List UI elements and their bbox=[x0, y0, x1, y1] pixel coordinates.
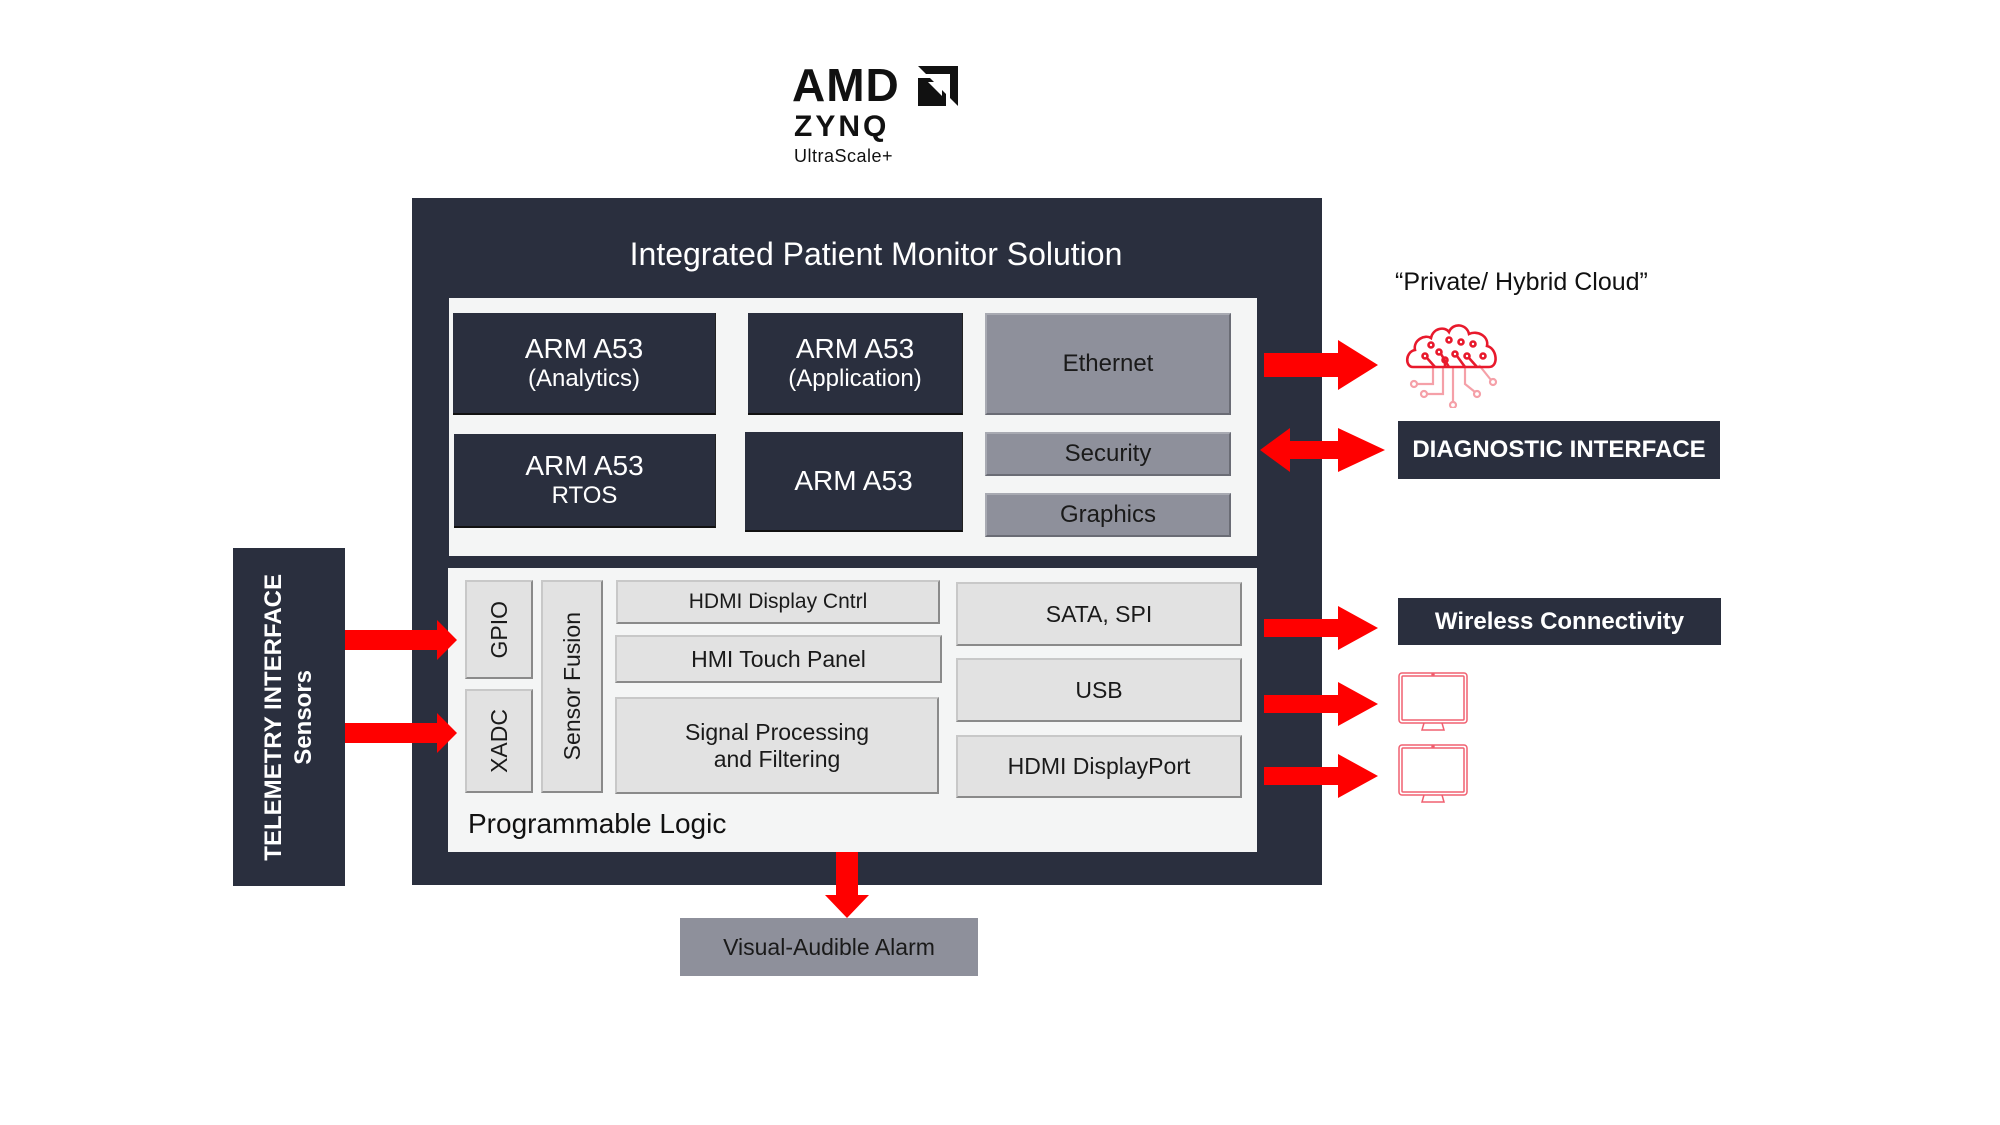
cloud-circuit-icon bbox=[1405, 324, 1498, 408]
graphics-label: Graphics bbox=[1059, 501, 1157, 528]
ultrascale-logo-text: UltraScale+ bbox=[794, 146, 894, 166]
signal-processing-line1: Signal Processing bbox=[684, 719, 870, 746]
ethernet-label: Ethernet bbox=[1062, 350, 1154, 377]
hmi-touch-panel-block: HMI Touch Panel bbox=[615, 635, 942, 683]
block-title: ARM A53 bbox=[524, 333, 644, 365]
sensor-fusion-block: Sensor Fusion bbox=[541, 580, 603, 793]
diagnostic-interface-label: DIAGNOSTIC INTERFACE bbox=[1412, 436, 1706, 463]
ethernet-block: Ethernet bbox=[985, 313, 1231, 415]
block-title: ARM A53 bbox=[525, 450, 644, 482]
visual-audible-alarm-block: Visual-Audible Alarm bbox=[680, 918, 978, 976]
xadc-block: XADC bbox=[465, 689, 533, 793]
hdmi-displayport-block: HDMI DisplayPort bbox=[956, 735, 1242, 798]
block-title: ARM A53 bbox=[794, 464, 913, 496]
block-subtitle: (Application) bbox=[788, 365, 922, 393]
hdmi-displayport-label: HDMI DisplayPort bbox=[1007, 753, 1191, 780]
telemetry-subtitle: Sensors bbox=[290, 669, 317, 765]
sata-spi-label: SATA, SPI bbox=[1045, 600, 1153, 627]
diagnostic-interface-block: DIAGNOSTIC INTERFACE bbox=[1398, 421, 1720, 479]
gpio-block: GPIO bbox=[465, 580, 533, 679]
wireless-connectivity-block: Wireless Connectivity bbox=[1398, 598, 1721, 645]
arm-a53-analytics-block: ARM A53 (Analytics) bbox=[453, 313, 716, 415]
security-label: Security bbox=[1064, 440, 1152, 467]
cloud-label: “Private/ Hybrid Cloud” bbox=[1395, 268, 1648, 296]
security-block: Security bbox=[985, 432, 1231, 476]
alarm-label: Visual-Audible Alarm bbox=[723, 933, 935, 960]
solution-title: Integrated Patient Monitor Solution bbox=[629, 236, 1123, 272]
telemetry-title: TELEMETRY INTERFACE bbox=[260, 573, 287, 861]
signal-processing-line2: and Filtering bbox=[713, 745, 841, 772]
hdmi-display-cntrl-label: HDMI Display Cntrl bbox=[688, 589, 868, 613]
amd-logo-text: AMD bbox=[792, 59, 900, 111]
arm-a53-block: ARM A53 bbox=[745, 432, 963, 532]
wireless-connectivity-label: Wireless Connectivity bbox=[1434, 607, 1685, 635]
sata-spi-block: SATA, SPI bbox=[956, 582, 1242, 646]
sensor-fusion-label: Sensor Fusion bbox=[558, 612, 585, 761]
amd-arrow-logo-icon bbox=[918, 66, 958, 106]
hdmi-display-cntrl-block: HDMI Display Cntrl bbox=[616, 580, 940, 624]
monitor-icon bbox=[1398, 672, 1468, 731]
xadc-label: XADC bbox=[485, 709, 512, 773]
telemetry-interface-block: TELEMETRY INTERFACE Sensors bbox=[233, 548, 345, 886]
gpio-label: GPIO bbox=[485, 600, 512, 659]
programmable-logic-label: Programmable Logic bbox=[468, 808, 727, 839]
block-subtitle: RTOS bbox=[551, 482, 618, 510]
block-title: ARM A53 bbox=[795, 333, 915, 365]
monitor-icon bbox=[1398, 744, 1468, 803]
block-subtitle: (Analytics) bbox=[527, 365, 641, 393]
arm-a53-application-block: ARM A53 (Application) bbox=[748, 313, 963, 415]
hmi-touch-panel-label: HMI Touch Panel bbox=[691, 645, 866, 672]
signal-processing-block: Signal Processing and Filtering bbox=[615, 697, 939, 794]
zynq-logo-text: ZYNQ bbox=[794, 110, 890, 143]
arm-a53-rtos-block: ARM A53 RTOS bbox=[454, 434, 716, 528]
graphics-block: Graphics bbox=[985, 493, 1231, 537]
usb-block: USB bbox=[956, 658, 1242, 722]
usb-label: USB bbox=[1075, 676, 1123, 703]
